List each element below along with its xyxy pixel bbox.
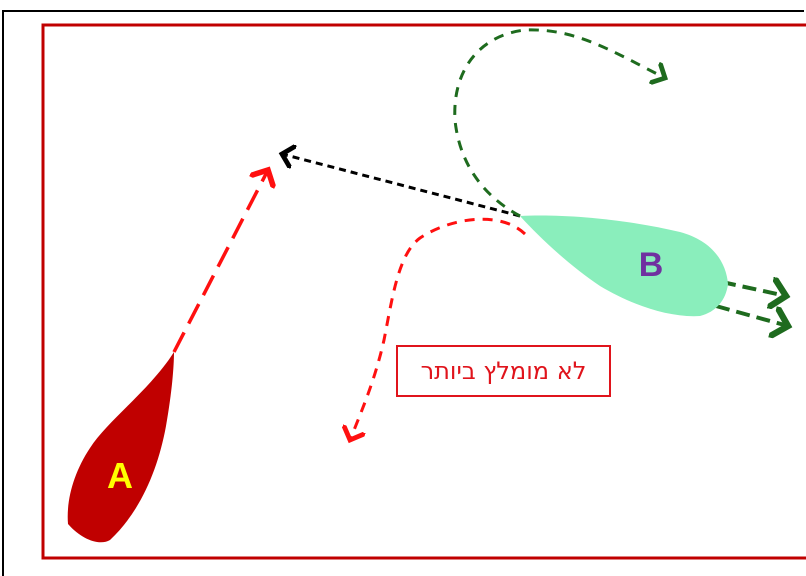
boat-b [520, 216, 728, 317]
boat-a-label: A [107, 455, 133, 496]
boat-a-path [174, 170, 268, 352]
not-recommended-path [350, 219, 525, 440]
not-recommended-label: לא מומלץ ביותר [396, 345, 611, 397]
green-arrow-lower [716, 306, 788, 326]
green-arrow-upper [722, 282, 786, 296]
boat-b-label: B [639, 246, 664, 284]
boat-a [68, 352, 174, 542]
green-loop-path [455, 30, 665, 216]
black-path-arrow [282, 154, 520, 216]
